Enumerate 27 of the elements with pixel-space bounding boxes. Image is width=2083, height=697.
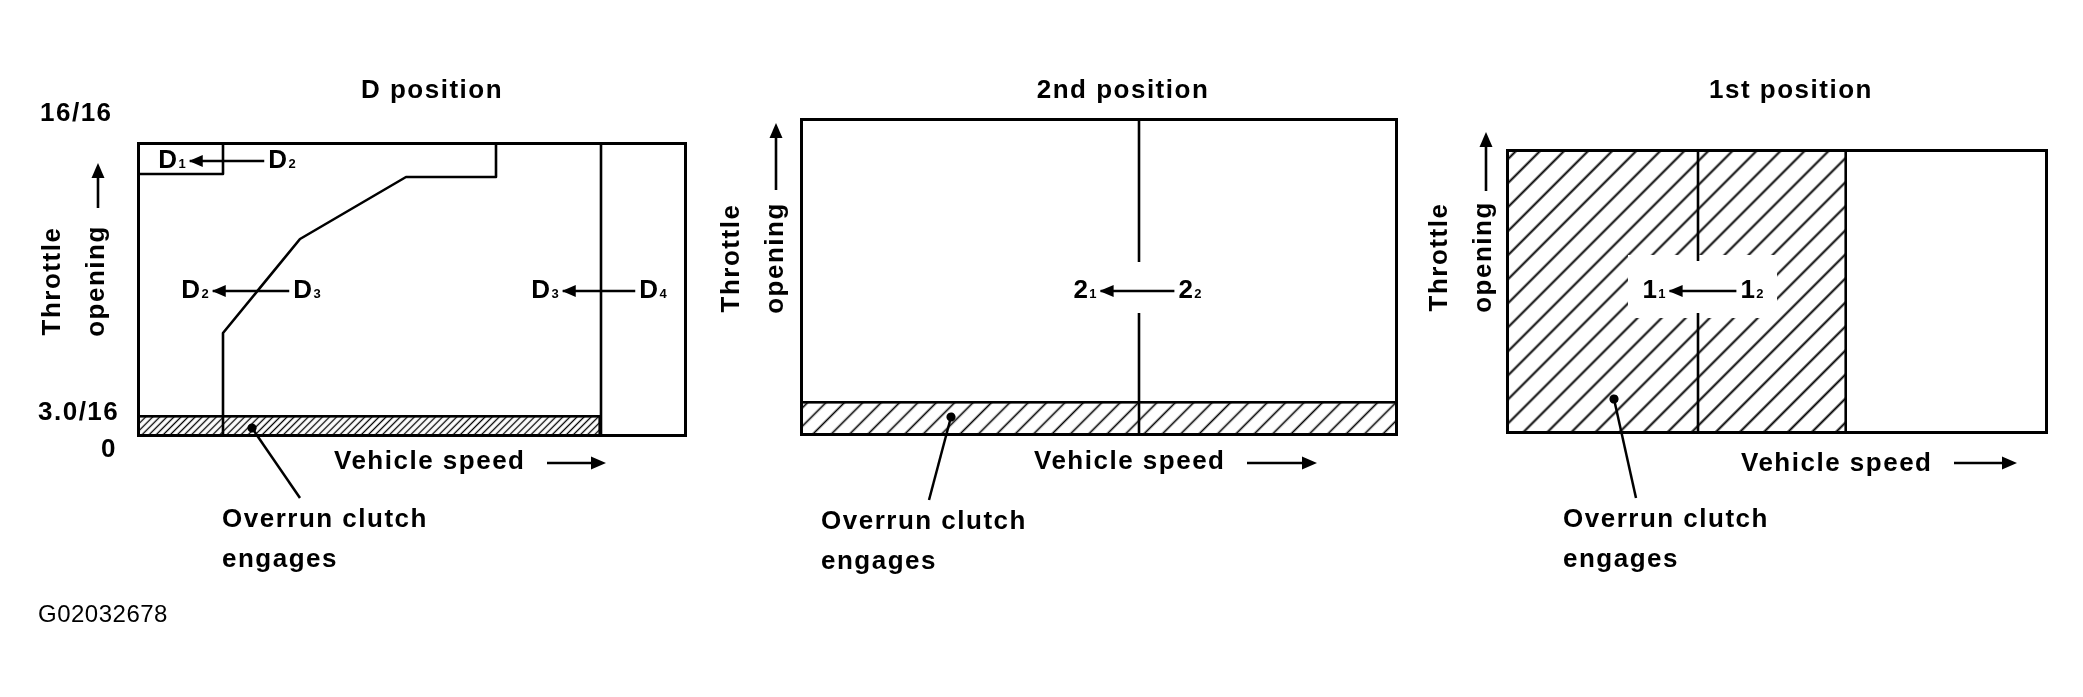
axis-label: Vehicle speed [334,447,526,473]
axis-label: Vehicle speed [1741,449,1933,475]
arrow [561,285,636,297]
leader-line [1609,394,1638,499]
tick-label: 16/16 [40,99,113,125]
axis-label: Throttle opening [1422,200,1498,315]
chart-title: 2nd position [1036,76,1210,102]
tick-label: 3.0/16 [38,398,120,424]
arrow [1668,285,1737,297]
axis-label: Throttle opening [714,201,790,316]
callout-text: Overrun clutch engages [1563,498,1795,578]
figure-id: G02032678 [38,602,168,626]
leader-line [247,423,302,499]
chart-title: D position [360,76,504,102]
arrow [211,285,290,297]
hatched-band [137,415,601,437]
hatched-region [1506,149,1847,434]
hatched-band [800,401,1398,436]
callout-text: Overrun clutch engages [821,500,1053,580]
chart-title: 1st position [1709,76,1873,102]
axis-label: Throttle opening [35,224,111,339]
axis-label: Vehicle speed [1034,447,1226,473]
callout-text: Overrun clutch engages [222,498,454,578]
arrow [188,155,265,167]
tick-label: 0 [101,435,117,461]
leader-line [927,412,956,501]
arrow [1099,285,1175,297]
